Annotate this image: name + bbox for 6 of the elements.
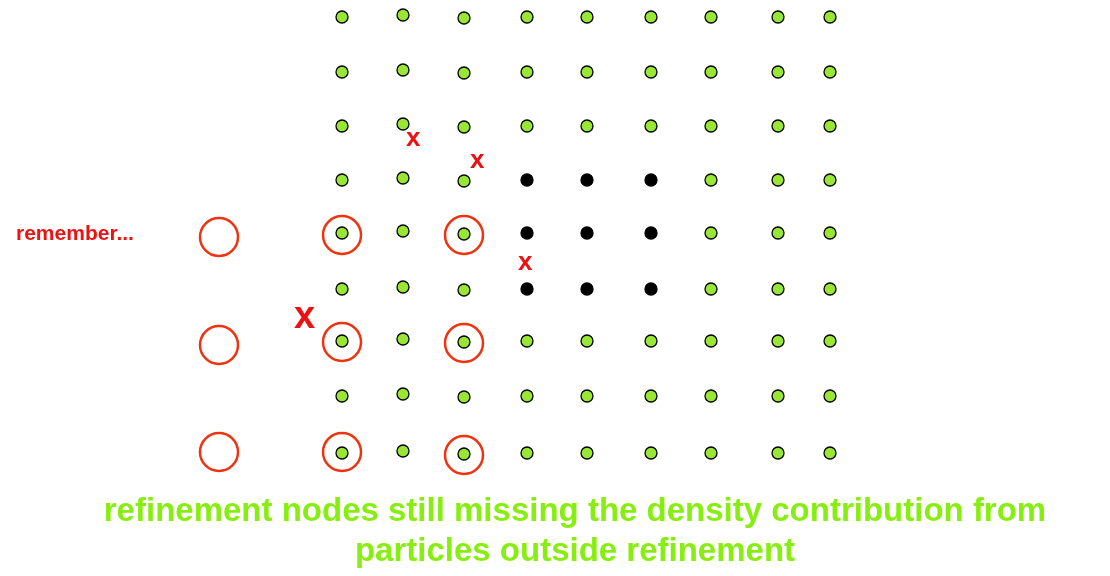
cross-mark: x bbox=[470, 146, 485, 172]
cross-mark: x bbox=[406, 124, 421, 150]
cross-mark: x bbox=[294, 296, 316, 334]
caption: refinement nodes still missing the density contribution from particles outside refinement bbox=[102, 490, 1048, 570]
cross-mark: x bbox=[518, 248, 533, 274]
note-text: remember... bbox=[16, 222, 134, 243]
